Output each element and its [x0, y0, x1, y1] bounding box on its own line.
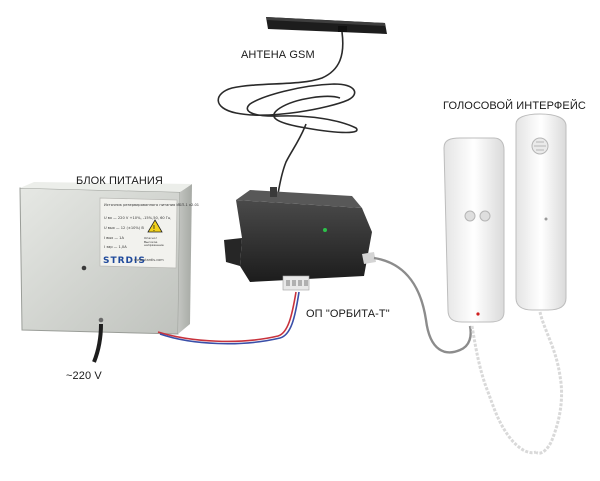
gsm-antenna	[266, 17, 387, 34]
label-power-supply: БЛОК ПИТАНИЯ	[76, 175, 163, 187]
nameplate-row: U вых — 12 (±10%) В	[104, 226, 144, 230]
nameplate-warning: Опасно! Высокое напряжение	[144, 236, 164, 248]
label-antenna: АНТЕНА GSM	[241, 49, 315, 61]
nameplate-row: U вх — 220 V +10%, -15%,50, 60 Гц	[104, 216, 171, 220]
handset-coiled-cords	[470, 311, 564, 455]
voice-interface-handset	[443, 113, 567, 323]
handset-line-cable	[373, 256, 472, 354]
label-mains: ~220 V	[66, 370, 102, 382]
label-device: ОП "ОРБИТА-Т"	[306, 308, 390, 320]
label-voice-interface: ГОЛОСОВОЙ ИНТЕРФЕЙС	[443, 100, 586, 112]
power-wires	[157, 291, 300, 345]
nameplate-row: I вых — 1А	[104, 236, 124, 240]
svg-text:!: !	[152, 224, 155, 233]
mains-cable	[92, 323, 103, 363]
brand-logo: STRDIS	[103, 256, 146, 266]
antenna-cable	[217, 31, 358, 195]
orbita-t-device	[224, 187, 376, 291]
brand-website: www.stardis.com	[134, 258, 164, 262]
nameplate-title: Источник резервированного питания ИБП-1 …	[104, 203, 200, 207]
power-supply-box: !	[19, 182, 192, 335]
nameplate-row: I зар — 1,0А	[104, 245, 127, 249]
